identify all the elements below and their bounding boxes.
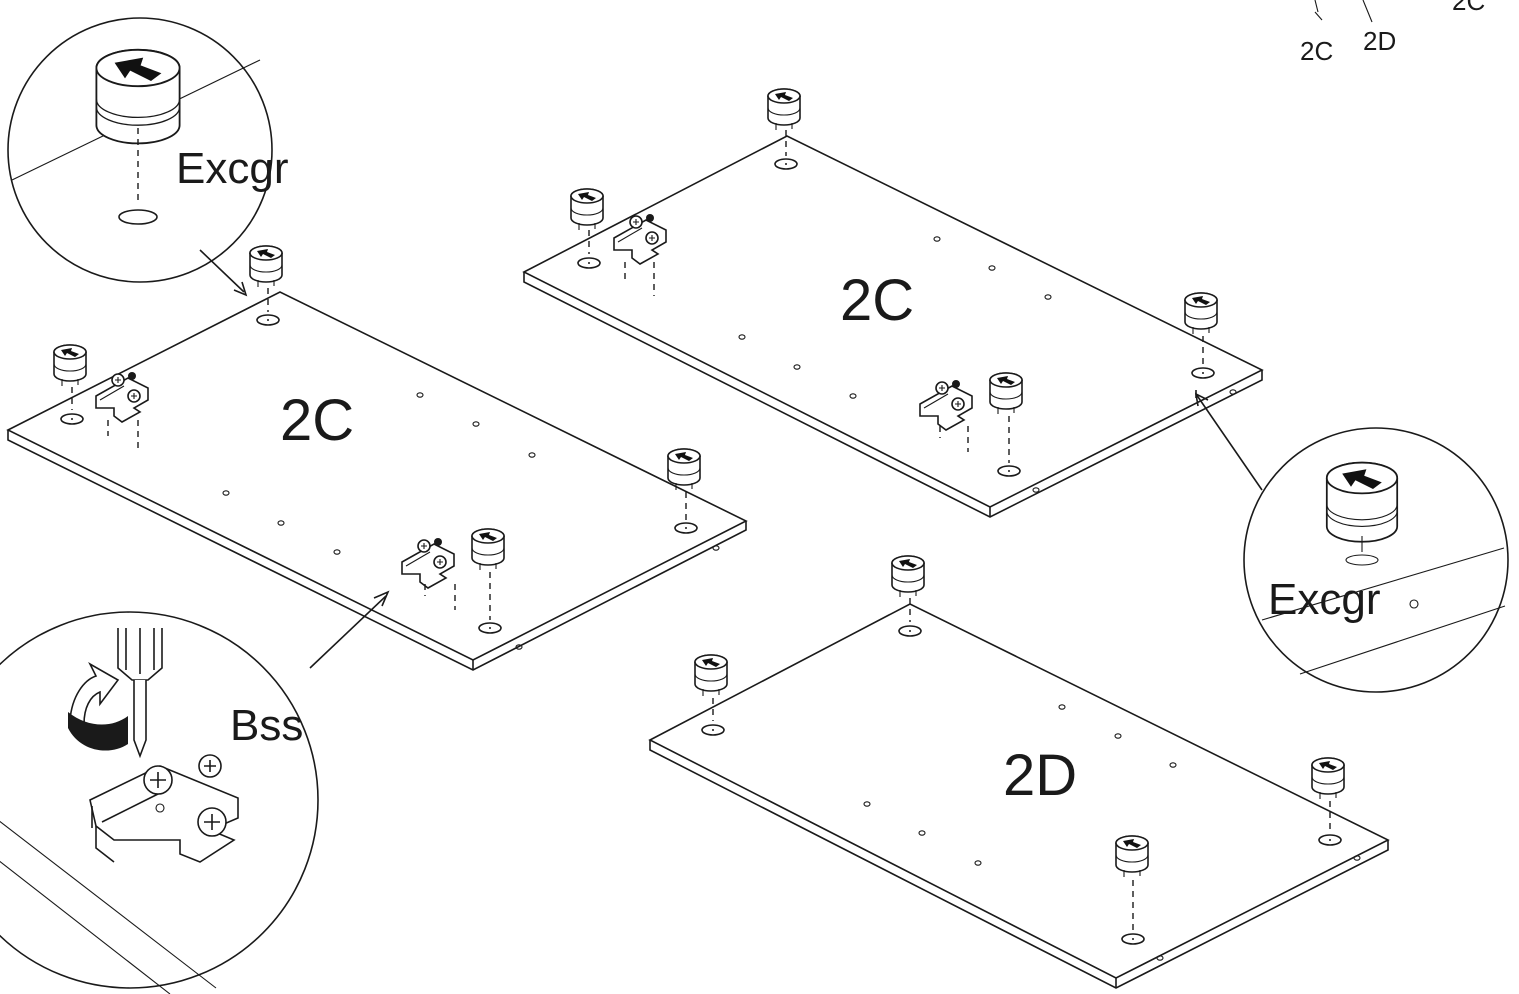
cam-fitting-icon xyxy=(471,528,505,571)
callout-label: Bss xyxy=(230,701,303,750)
corner-label-right: 2D xyxy=(1363,26,1396,56)
cam-fitting-icon xyxy=(767,88,801,131)
hinge-plate-detail-icon xyxy=(89,754,239,863)
cam-fitting-icon xyxy=(1184,292,1218,335)
panel-2d: 2D xyxy=(648,555,1390,989)
callout-label: Excgr xyxy=(176,144,288,193)
callout-cam-top-left: Excgr xyxy=(7,17,288,297)
callout-bracket: Bss xyxy=(0,590,390,994)
corner-label-left: 2C xyxy=(1300,36,1333,66)
panel-label: 2C xyxy=(840,268,914,333)
cam-fitting-icon xyxy=(249,245,283,288)
cam-fitting-icon xyxy=(1115,835,1149,878)
panel-label: 2C xyxy=(280,388,354,453)
cam-fitting-icon xyxy=(667,448,701,491)
callout-label: Excgr xyxy=(1268,575,1380,624)
corner-label-edge: 2C xyxy=(1452,0,1485,16)
cam-fitting-icon xyxy=(1311,757,1345,800)
cam-fitting-icon xyxy=(53,344,87,387)
cam-fitting-icon xyxy=(694,654,728,697)
cam-fitting-icon xyxy=(891,555,925,598)
panel-2c-left: 2C xyxy=(6,245,748,671)
panel-label: 2D xyxy=(1003,743,1077,808)
panel-2c-right: 2C xyxy=(522,88,1264,518)
cam-fitting-icon xyxy=(570,188,604,231)
cam-fitting-icon xyxy=(989,372,1023,415)
callout-cam-right: Excgr xyxy=(1194,392,1509,693)
corner-fragment: 2C 2D 2C xyxy=(1300,0,1485,66)
screwdriver-icon xyxy=(117,628,163,759)
rotate-arrow-icon xyxy=(68,661,128,751)
